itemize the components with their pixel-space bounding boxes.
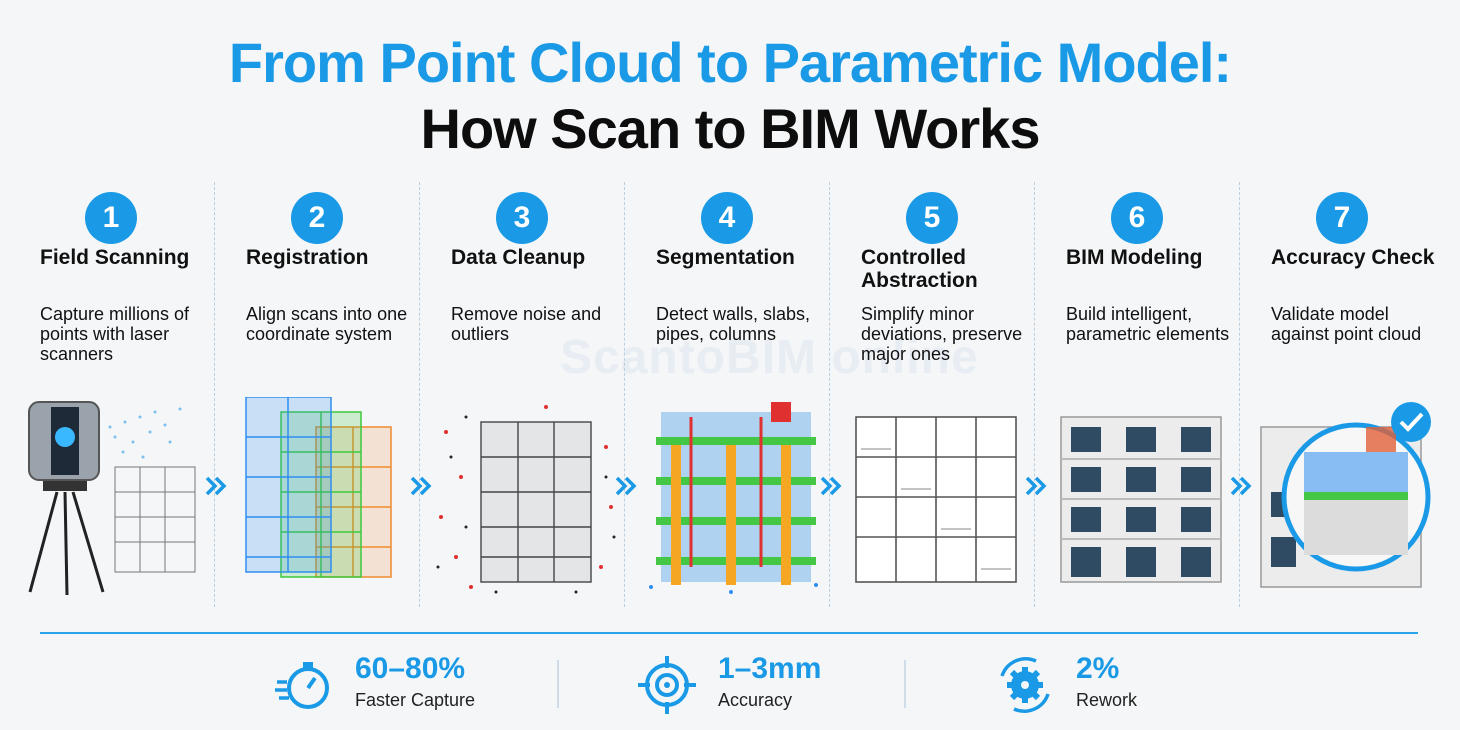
stats-divider <box>557 660 559 708</box>
stats-divider <box>904 660 906 708</box>
step-description: Simplify minor deviations, preserve majo… <box>861 304 1023 364</box>
step-title: Accuracy Check <box>1271 246 1435 269</box>
stat-label: Faster Capture <box>355 690 476 710</box>
watermark: ScantoBIM online <box>560 331 979 384</box>
step-7: 7 Accuracy Check Validate model against … <box>1241 182 1444 607</box>
chevron-right-icon <box>205 476 227 496</box>
step-divider <box>419 182 420 607</box>
gear-cycle-icon <box>1000 657 1050 713</box>
step-title: Data Cleanup <box>451 246 586 269</box>
step-divider <box>1239 182 1240 607</box>
accuracy-check-icon <box>1260 402 1431 588</box>
stat-label: Accuracy <box>718 690 793 710</box>
stat-accuracy: 1–3mm Accuracy <box>638 648 858 720</box>
step-1: 1 Field Scanning Capture millions of poi… <box>10 182 213 607</box>
stat-rework: 2% Rework <box>996 648 1196 720</box>
step-number-badge: 2 <box>291 192 343 244</box>
title-line-2: How Scan to BIM Works <box>420 97 1041 160</box>
step-4: 4 Segmentation Detect walls, slabs, pipe… <box>626 182 829 607</box>
segmented-structure-icon <box>649 402 818 594</box>
step-description: Remove noise and outliers <box>451 304 602 344</box>
stat-label: Rework <box>1076 690 1138 710</box>
stat-value: 1–3mm <box>718 652 822 685</box>
chevron-right-icon <box>410 476 432 496</box>
step-number-badge: 3 <box>496 192 548 244</box>
step-number-badge: 1 <box>85 192 137 244</box>
chevron-right-icon <box>820 476 842 496</box>
step-title: Field Scanning <box>40 246 190 269</box>
step-description: Detect walls, slabs, pipes, columns <box>656 304 811 344</box>
stat-value: 60–80% <box>355 652 466 685</box>
stat-faster-capture: 60–80% Faster Capture <box>275 648 535 720</box>
step-number-badge: 5 <box>906 192 958 244</box>
step-number-badge: 4 <box>701 192 753 244</box>
step-description: Align scans into one coordinate system <box>246 304 408 344</box>
title-line-1: From Point Cloud to Parametric Model: <box>228 31 1232 94</box>
step-title: Registration <box>246 246 369 269</box>
chevron-right-icon <box>1230 476 1252 496</box>
stat-value: 2% <box>1076 652 1120 685</box>
target-icon <box>638 656 696 714</box>
step-divider <box>829 182 830 607</box>
step-divider <box>624 182 625 607</box>
step-6: 6 BIM Modeling Build intelligent, parame… <box>1036 182 1239 607</box>
bim-building-icon <box>1060 416 1222 583</box>
step-number-badge: 6 <box>1111 192 1163 244</box>
process-steps: 1 Field Scanning Capture millions of poi… <box>10 182 1450 612</box>
step-title: BIM Modeling <box>1066 246 1203 269</box>
step-divider <box>1034 182 1035 607</box>
wireframe-building-icon <box>855 416 1017 583</box>
step-divider <box>214 182 215 607</box>
checkmark-icon <box>1399 412 1424 432</box>
step-3: 3 Data Cleanup Remove noise and outliers <box>421 182 624 607</box>
noisy-point-cloud-icon <box>436 405 616 594</box>
step-description: Capture millions of points with laser sc… <box>40 304 190 364</box>
step-2: 2 Registration Align scans into one coor… <box>216 182 419 607</box>
step-description: Validate model against point cloud <box>1271 304 1422 344</box>
stats-bar: 60–80% Faster Capture 1–3mm Accuracy <box>0 648 1460 720</box>
step-title: Controlled Abstraction <box>861 246 978 292</box>
step-description: Build intelligent, parametric elements <box>1066 304 1230 344</box>
stopwatch-icon <box>275 662 329 709</box>
chevron-right-icon <box>1025 476 1047 496</box>
divider-line <box>40 632 1418 634</box>
step-title: Segmentation <box>656 246 795 269</box>
laser-scanner-icon <box>28 401 196 596</box>
step-number-badge: 7 <box>1316 192 1368 244</box>
chevron-right-icon <box>615 476 637 496</box>
aligned-scan-layers-icon <box>245 397 392 578</box>
page-title: From Point Cloud to Parametric Model: Ho… <box>0 30 1460 162</box>
step-5: 5 Controlled Abstraction Simplify minor … <box>831 182 1034 607</box>
